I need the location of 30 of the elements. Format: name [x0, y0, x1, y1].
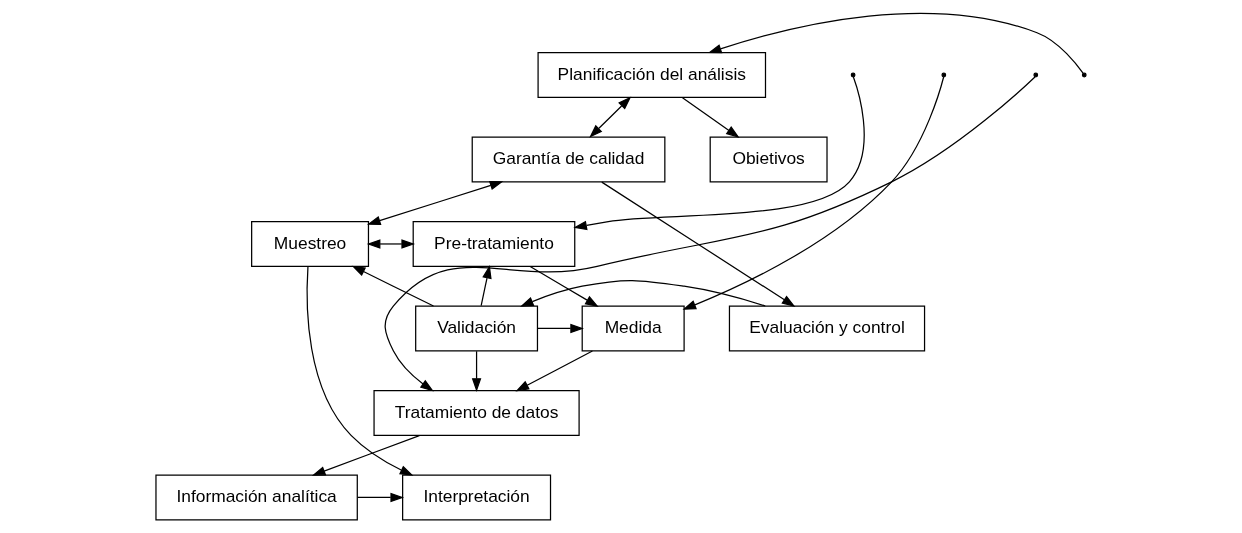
node-box: Muestreo [251, 221, 370, 267]
arrow [529, 265, 599, 307]
node-box: Validación [415, 305, 539, 352]
node-box: Tratamiento de datos [373, 390, 580, 436]
node-box: Evaluación y control [728, 305, 926, 352]
arrow [515, 350, 594, 392]
node-box: Pre-tratamiento [412, 221, 576, 267]
arrow [306, 266, 414, 476]
arrow [356, 492, 405, 503]
arrow [471, 350, 482, 392]
node-box: Planificación del análisis [537, 52, 767, 98]
arrow [519, 279, 766, 307]
arrow [351, 265, 435, 307]
node-box: Obietivos [709, 136, 828, 183]
arrow [707, 12, 1084, 74]
arrow [573, 76, 865, 231]
arrow [589, 96, 632, 138]
arrow [384, 76, 1036, 392]
arrow [480, 264, 492, 307]
arrow [601, 181, 796, 307]
node-box: Información analítica [155, 474, 358, 521]
node-box: Interpretación [402, 474, 552, 521]
arrow [681, 97, 740, 138]
arrow [366, 239, 416, 249]
arrow [311, 434, 420, 476]
node-box: Garantía de calidad [471, 136, 666, 183]
arrow [537, 323, 584, 334]
node-box: Medida [581, 305, 685, 352]
arrow [682, 76, 945, 310]
arrow [366, 180, 504, 226]
